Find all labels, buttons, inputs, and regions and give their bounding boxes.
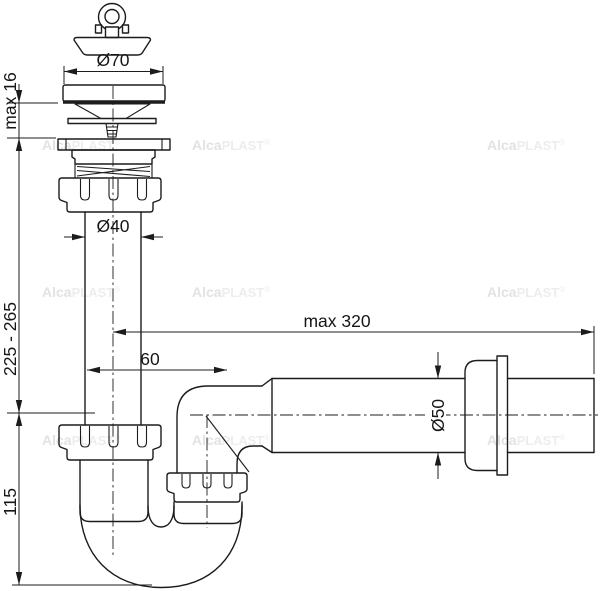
union-collar-body: [464, 359, 498, 472]
trap-left-nut: [58, 424, 162, 461]
trap-left-cup: [79, 459, 149, 523]
watermark-text: AlcaPLAST®: [0, 0, 78, 3]
watermark-grid: AlcaPLAST®: [0, 0, 566, 448]
fitting-nut-slots: [79, 179, 148, 201]
plug-body: [73, 36, 152, 56]
drain-fitting: [57, 84, 171, 213]
fitting-thread: [74, 163, 153, 179]
trap-outer-bend: [79, 504, 243, 589]
trap-right-nut-slots: [181, 474, 233, 489]
plug-with-ring: [73, 2, 152, 56]
elbow-socket-joint: [261, 377, 273, 454]
upper-washer: [67, 117, 157, 125]
strainer-funnel: [74, 103, 151, 120]
dim-label-trap-depth: 115: [0, 488, 20, 516]
vertical-pipe: [84, 211, 142, 426]
arrow-right: [150, 68, 163, 75]
dim-label-flange-diameter: Ø70: [96, 50, 129, 70]
dim-label-pipe-diameter: Ø40: [96, 216, 129, 236]
trap-left-nut-slots: [79, 426, 148, 448]
sink-flange-tabs: [65, 139, 163, 150]
trap-right-cup: [173, 501, 243, 525]
elbow-outer: [176, 385, 263, 474]
arrow-left: [64, 68, 77, 75]
dim-label-height-range: 225 - 265: [0, 302, 20, 376]
clamp-screw: [105, 122, 119, 138]
elbow-inner: [236, 445, 263, 474]
plug-pin-left: [94, 24, 103, 34]
fitting-nut: [58, 177, 162, 213]
elbow-and-outlet: [176, 355, 595, 476]
plug-pin-right: [121, 24, 130, 34]
plug-ring-inner: [104, 8, 120, 25]
u-trap: [58, 424, 248, 589]
dim-label-max-reach: max 320: [303, 311, 370, 331]
trap-saddle: [147, 505, 175, 528]
dim-label-offset: 60: [140, 349, 160, 369]
plug-stem: [104, 26, 120, 39]
dim-label-outlet-diameter: Ø50: [428, 399, 448, 432]
strainer-cap: [62, 84, 166, 103]
union-collar-lip: [496, 355, 509, 476]
elbow-transition-line: [205, 415, 250, 473]
trap-right-nut: [166, 472, 248, 503]
dim-label-max-thickness: max 16: [0, 72, 20, 129]
dimensions: Ø70 max 16 225 - 265 115 Ø40 max 320 60: [0, 50, 595, 586]
